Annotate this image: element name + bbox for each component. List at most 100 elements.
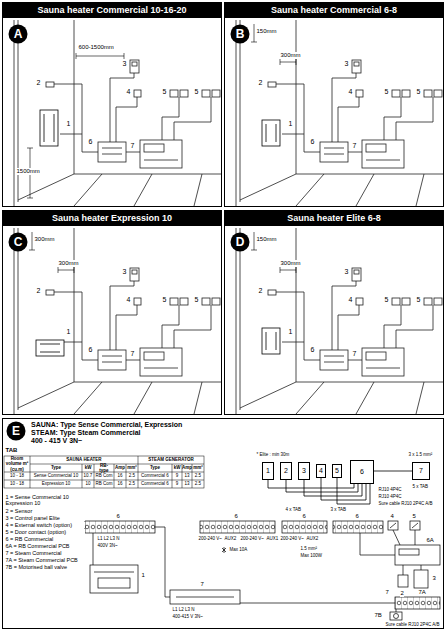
dimension-text: 600-1500mm — [78, 44, 114, 51]
table-cell: RB Com — [95, 473, 113, 479]
callout-number: 4 — [348, 296, 353, 304]
drawing-stroke — [94, 572, 134, 573]
cable-note: 3 x TAB — [330, 507, 347, 512]
drawing-stroke — [333, 521, 383, 533]
table-cell: Expression 10 — [31, 481, 81, 487]
callout-number: 6 — [234, 513, 238, 520]
table-cell: 10 — [83, 481, 93, 487]
panel-title: Sauna heater Commercial 10-16-20 — [3, 3, 221, 18]
wiring-heading: 400 - 415 V 3N~ — [31, 437, 443, 445]
table-cell: 9 — [173, 473, 181, 479]
dimension-text: 300mm — [280, 52, 301, 59]
table-cell: Type — [31, 465, 81, 471]
cable-note: 4 x TAB — [285, 507, 302, 512]
drawing-stroke — [27, 148, 33, 149]
terminal-label: 200-240 V~ — [240, 536, 264, 541]
callout-number: 1 — [66, 328, 71, 336]
table-cell: Type — [139, 465, 171, 471]
drawing-stroke — [266, 332, 267, 350]
callout-number: 4 — [126, 88, 131, 96]
callout-number: 7 — [130, 142, 135, 150]
callout-number: 6 — [88, 346, 93, 354]
dimension-text: 300mm — [280, 260, 301, 267]
drawing-stroke — [76, 56, 124, 57]
callout-number: 2 — [400, 590, 404, 597]
drawing-stroke — [170, 590, 240, 604]
component-number: 7 — [419, 467, 423, 475]
table-cell: 2.5 — [127, 473, 137, 479]
table-cell: SAUNA HEATER — [31, 457, 137, 463]
callout-number: 6 — [116, 513, 120, 520]
drawing-stroke — [280, 62, 296, 63]
dimension-text: 300mm — [34, 236, 55, 243]
callout-number: 6 — [88, 138, 93, 146]
table-cell: 16 — [115, 473, 125, 479]
panel-letter: E — [6, 421, 26, 441]
table-cell: 13 — [183, 473, 191, 479]
drawing-stroke — [90, 565, 138, 593]
component-number: 2 — [284, 467, 288, 475]
cable-note: 1.5 mm² — [300, 546, 318, 551]
cable-connector — [374, 471, 412, 472]
table-cell: 13 — [183, 481, 191, 487]
callout-number: 5 — [412, 513, 416, 520]
table-cell: Commercial 6 — [139, 473, 171, 479]
letter-circle-fill — [231, 233, 250, 252]
callout-number: 2 — [36, 79, 41, 87]
legend-item: 2 = Sensor — [5, 508, 85, 514]
wiring-heading: STEAM: Type Steam Commercial — [31, 429, 443, 437]
table-cell: Commercial 6 — [139, 481, 171, 487]
panel-title: Sauna heater Elite 6-8 — [225, 211, 443, 226]
callout-number: 5 — [194, 296, 199, 304]
table-cell: 9 — [173, 481, 181, 487]
legend-item: 6A = RB Commercial PCB — [5, 543, 85, 549]
heaters — [36, 110, 280, 356]
table-cell: 10.7 — [83, 473, 93, 479]
terminal-label: L1 L2 L3 N — [97, 536, 120, 541]
drawing-stroke — [58, 270, 74, 271]
table-cell: kW — [173, 465, 181, 471]
letter-circle-fill — [7, 422, 26, 441]
table-cell: 10 - 18 — [5, 473, 29, 479]
callout-number: 1 — [66, 120, 71, 128]
table-cell: mm² — [193, 465, 203, 471]
drawing-stroke — [124, 53, 125, 59]
callout-number: 7 — [352, 142, 357, 150]
component-box: 4 — [316, 464, 326, 478]
drawing-stroke — [399, 549, 419, 555]
legend-item: 4 = External switch (option) — [5, 522, 85, 528]
legend-item: 1 = Sense Commercial 10 Expression 10 — [5, 494, 85, 507]
drawing-stroke — [254, 24, 255, 42]
dimension-text: 150mm — [256, 28, 277, 35]
table-cell: STEAM GENERATOR — [139, 457, 203, 463]
drawing-stroke — [282, 521, 327, 533]
terminal-label: 200-240 V~ — [198, 536, 222, 541]
dimension-lines — [27, 24, 296, 273]
drawing-stroke — [415, 530, 416, 545]
drawing-stroke — [4, 456, 204, 488]
legend-item: 5 = Door contact (option) — [5, 529, 85, 535]
callout-number: 4 — [348, 88, 353, 96]
drawing-stroke — [394, 614, 399, 619]
dimension-text: 1500mm — [16, 168, 40, 175]
component-box: 1 — [262, 462, 274, 480]
drawing-stroke — [32, 232, 33, 250]
drawing-stroke — [280, 59, 281, 65]
panel-letter: C — [8, 232, 28, 252]
panel-letter-text: B — [236, 27, 245, 41]
letter-circle-fill — [9, 25, 28, 44]
table-cell: Amp — [183, 465, 191, 471]
callout-number: 7B — [374, 612, 382, 619]
drawing-stroke — [98, 578, 130, 588]
component-box: 3 — [298, 462, 310, 480]
callout-number: 3 — [344, 60, 349, 68]
drawing-stroke — [360, 533, 395, 555]
cable-note: Sure cable RJ10 2P4C A/B — [378, 501, 433, 506]
cable-connector — [268, 480, 354, 488]
callout-number: 7 — [352, 350, 357, 358]
dimension-text: 300mm — [58, 260, 79, 267]
callout-number: 1 — [288, 328, 293, 336]
callout-number: 5 — [162, 88, 167, 96]
callout-number: 7 — [385, 589, 389, 596]
drawing-stroke — [58, 267, 59, 273]
